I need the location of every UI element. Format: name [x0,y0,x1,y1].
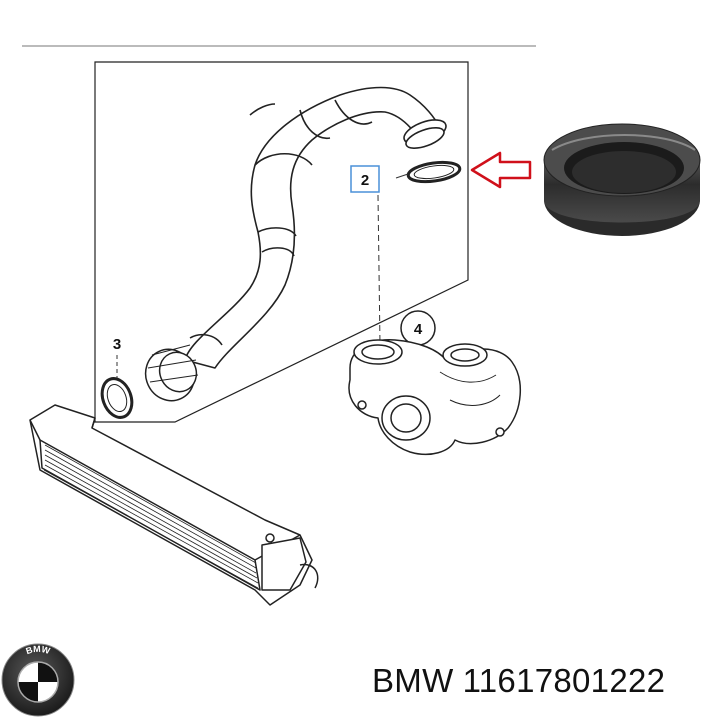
caption-brand: BMW [372,662,454,699]
callout-3-label: 3 [113,336,121,353]
hose-clamp [144,344,199,402]
callout-2-label: 2 [361,172,369,189]
turbocharger [348,339,522,456]
assembly-frame [94,61,469,423]
svg-text:BMW: BMW [25,644,52,656]
leader-2 [377,194,381,346]
o-ring-3 [100,377,134,419]
callout-3: 3 [113,336,121,353]
pointer-arrow [470,151,532,189]
bmw-logo: BMW [1,643,75,717]
charge-air-hose [184,86,447,369]
caption-part-number: 11617801222 [462,662,666,699]
o-ring-2 [406,160,462,184]
seal-photo [543,123,701,236]
callout-4-label: 4 [414,321,423,338]
intercooler [29,404,319,606]
callout-2: 2 [350,165,380,193]
callout-4: 4 [400,310,436,346]
